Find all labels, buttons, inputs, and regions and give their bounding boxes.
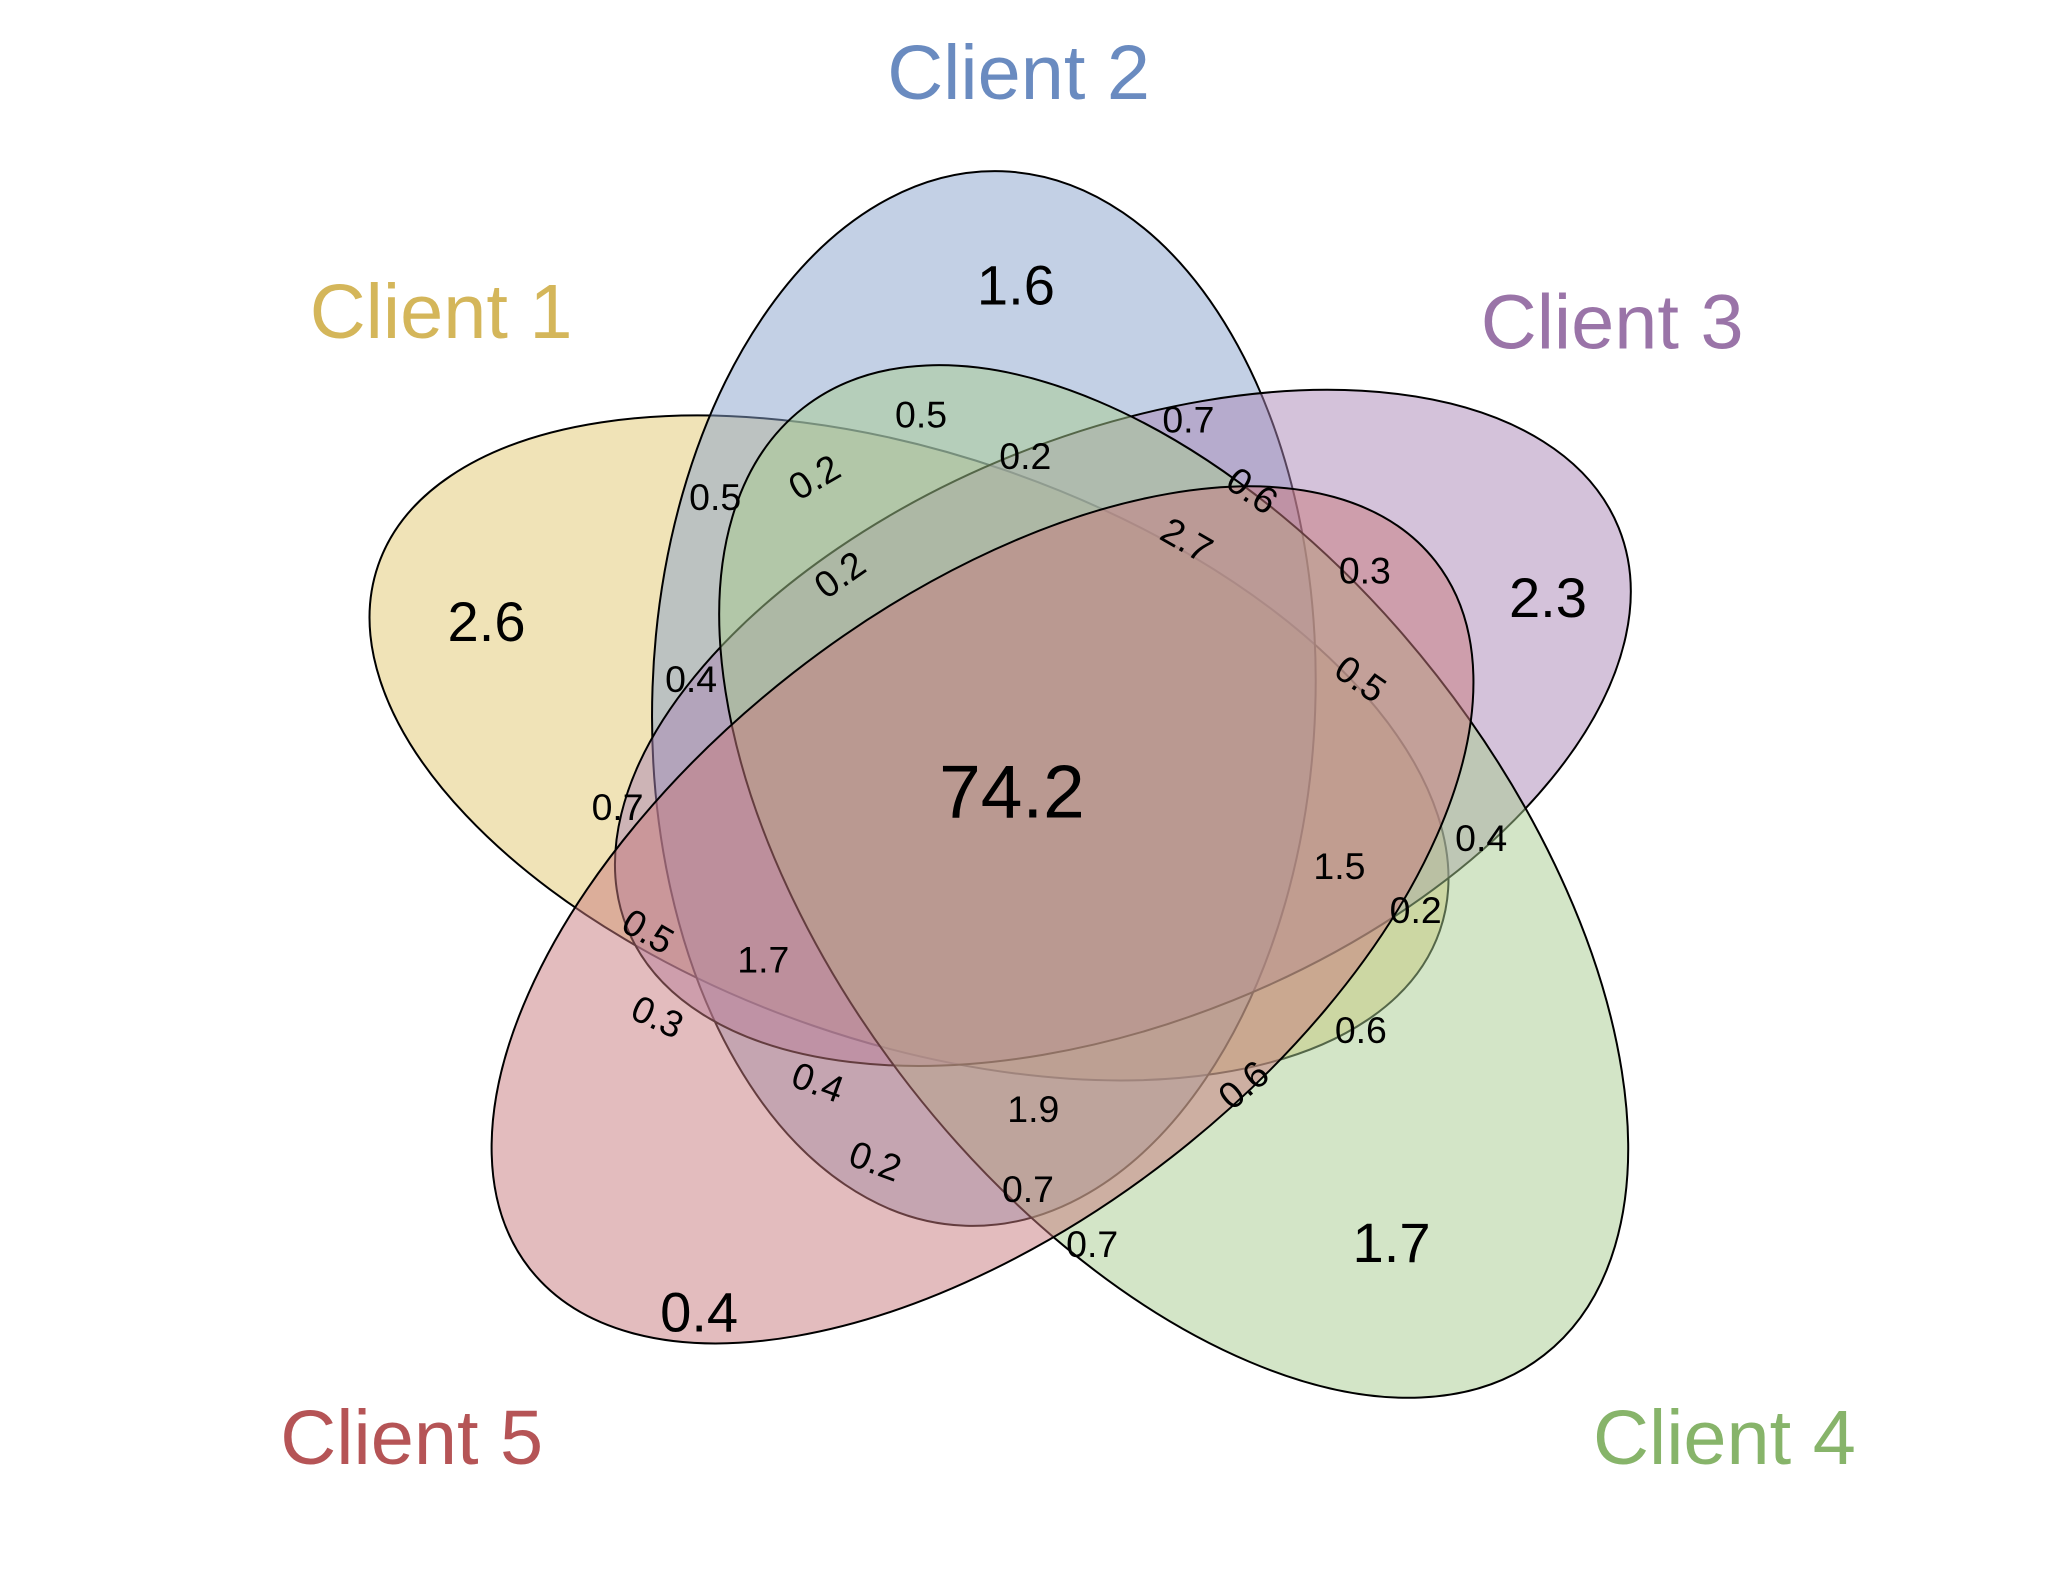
region-value: 1.5 (1313, 845, 1365, 887)
region-value: 0.2 (999, 435, 1051, 477)
set-label-client-3: Client 3 (1481, 280, 1744, 366)
region-value: 0.4 (1455, 817, 1507, 859)
set-ellipse-client-5 (490, 485, 1475, 1345)
region-value-all: 74.2 (939, 749, 1085, 833)
region-value-client-5-only: 0.4 (660, 1281, 738, 1344)
region-value: 0.3 (1339, 550, 1391, 592)
region-value: 1.9 (1007, 1088, 1059, 1130)
region-value: 0.6 (1335, 1009, 1387, 1051)
region-value-client-3-only: 2.3 (1509, 566, 1587, 629)
region-value: 0.2 (1390, 889, 1442, 931)
set-label-client-4: Client 4 (1593, 1395, 1856, 1481)
set-label-client-5: Client 5 (280, 1395, 543, 1481)
region-value-client-1-only: 2.6 (448, 590, 526, 653)
region-value: 0.7 (1002, 1168, 1054, 1210)
region-value: 0.7 (1066, 1223, 1118, 1265)
region-value: 0.4 (665, 658, 717, 700)
region-value: 0.5 (895, 393, 947, 435)
region-value: 0.7 (592, 786, 644, 828)
region-value: 1.7 (737, 938, 789, 980)
region-value-client-4-only: 1.7 (1353, 1211, 1431, 1274)
region-value: 0.5 (689, 476, 741, 518)
set-label-client-1: Client 1 (310, 269, 573, 355)
region-value-client-2-only: 1.6 (977, 254, 1055, 317)
set-label-client-2: Client 2 (887, 30, 1150, 116)
region-value: 0.7 (1162, 399, 1214, 441)
